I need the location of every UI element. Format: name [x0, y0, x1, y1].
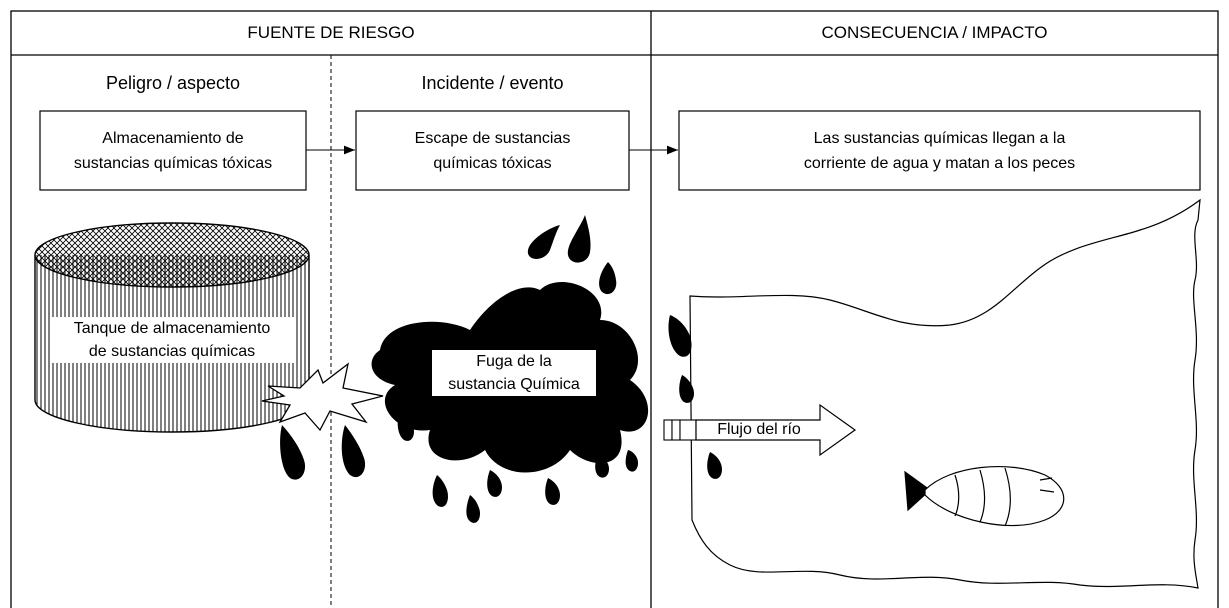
river-flow-arrow	[695, 403, 857, 457]
storage-box-label: Almacenamiento de sustancias químicas tó…	[73, 129, 273, 172]
impact-box	[678, 110, 1201, 191]
outfall-pipe	[663, 419, 697, 441]
header-consequence: CONSECUENCIA / IMPACTO	[821, 23, 1048, 42]
column-hazard: Peligro / aspecto	[105, 73, 241, 93]
chemical-droplets	[280, 215, 722, 523]
column-incident: Incidente / evento	[421, 73, 564, 93]
river-bank	[689, 198, 1201, 589]
storage-box	[39, 110, 307, 191]
fish-icon	[904, 466, 1065, 527]
escape-box-label: Escape de sustancias químicas tóxicas	[414, 129, 571, 172]
escape-box	[355, 110, 630, 191]
leak-burst	[261, 362, 384, 432]
header-risk-source: FUENTE DE RIESGO	[247, 23, 415, 42]
flow-label: Flujo del río	[717, 421, 801, 438]
outer-frame	[10, 10, 1219, 608]
impact-box-label: Las sustancias químicas llegan a la corr…	[803, 129, 1076, 172]
tank-label: Tanque de almacenamiento de sustancias q…	[50, 317, 294, 363]
leak-label: Fuga de la sustancia Química	[432, 350, 596, 396]
